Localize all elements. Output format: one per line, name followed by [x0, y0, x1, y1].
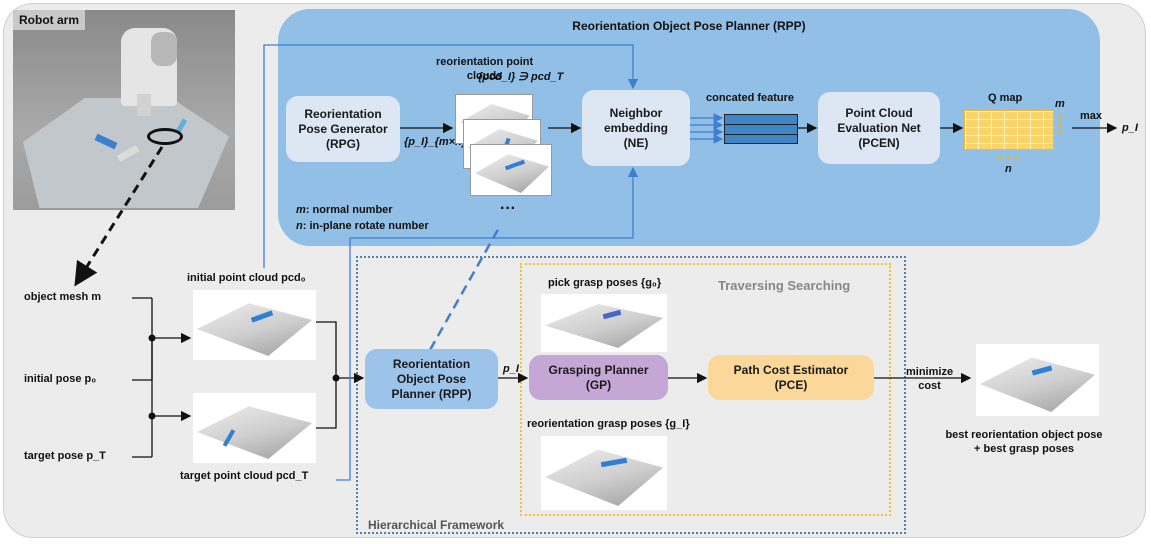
pick-grasp-image [541, 294, 667, 352]
blue-dashed-rpp-to-panel [428, 225, 502, 351]
result-pcd-image [976, 344, 1099, 416]
initial-pose-label: initial pose p₀ [24, 373, 97, 385]
object-mesh-label: object mesh m [24, 291, 102, 303]
pcd-stack-3 [470, 144, 552, 196]
robot-arm-scene: Robot arm [13, 10, 235, 210]
hierarchical-framework-frame [356, 256, 906, 534]
line-target-pcd-merge [316, 378, 337, 429]
target-pcd-label: target point cloud pcd_T [180, 470, 309, 482]
rpp-output-label: p_I [1122, 122, 1138, 134]
qmap-dot [1058, 129, 1062, 133]
traversing-searching-title: Traversing Searching [718, 278, 851, 293]
qmap-n-label: n [1005, 163, 1012, 175]
qmap-grid [964, 110, 1054, 150]
magnifier-ellipse [147, 128, 183, 145]
line-init-pcd-merge [316, 321, 337, 378]
legend-m-symbol: m [296, 204, 306, 216]
rpp-panel-title: Reorientation Object Pose Planner (RPP) [572, 19, 806, 33]
hierarchical-framework-title: Hierarchical Framework [368, 518, 505, 532]
reorientation-grasp-image [541, 436, 667, 510]
reorientation-pcds-math: {pcd_I} ∋ pcd_T [478, 71, 564, 83]
rpp-box: Reorientation Object Pose Planner (RPP) [365, 349, 498, 409]
robot-arm-joint [151, 32, 177, 66]
pcd-ellipsis: ··· [500, 200, 516, 217]
qmap-m-label: m [1055, 98, 1065, 110]
reorientation-pcds-label: reorientation point clouds [436, 56, 534, 82]
initial-pcd-image [193, 290, 316, 360]
max-label: max [1080, 110, 1103, 122]
robot-arm-title-box: Robot arm [13, 10, 85, 30]
target-pcd-image [193, 393, 316, 463]
initial-pcd-label: initial point cloud pcd₀ [187, 272, 306, 284]
legend-n: n: in-plane rotate number [296, 220, 429, 232]
blue-line-target-to-ne [336, 166, 639, 481]
concated-feature-label: concated feature [706, 92, 795, 104]
reorientation-grasp-label: reorientation grasp poses {g_I} [527, 418, 690, 430]
dashed-arrow-scene [74, 146, 164, 287]
rpg-output-label: {p_I}_{m×n} [404, 136, 467, 148]
ne-box: Neighbor embedding (NE) [582, 90, 690, 166]
qmap-dot [998, 156, 1002, 160]
minimize-cost-label: minimize cost [906, 366, 954, 392]
robot-arm-wrist [137, 94, 151, 116]
legend-m: m: normal number [296, 204, 393, 216]
qmap-dot [1058, 122, 1062, 126]
qmap-dot [1006, 156, 1010, 160]
qmap-label: Q map [988, 92, 1023, 104]
legend-m-text: : normal number [305, 204, 393, 216]
legend-n-text: : in-plane rotate number [302, 220, 429, 232]
result-label: best reorientation object pose + best gr… [945, 429, 1103, 456]
rpg-box: Reorientation Pose Generator (RPG) [286, 96, 400, 162]
target-pose-label: target pose p_T [24, 450, 106, 462]
gp-box: Grasping Planner (GP) [529, 355, 668, 400]
qmap-dot [1058, 115, 1062, 119]
feature-vector-stack [724, 114, 798, 144]
pick-grasp-label: pick grasp poses {g₀} [548, 277, 662, 289]
qmap-dot [1014, 156, 1018, 160]
pcen-box: Point Cloud Evaluation Net (PCEN) [818, 92, 940, 164]
blue-line-init-to-ne [263, 44, 639, 268]
pi-label: p_I [503, 363, 519, 375]
pce-box: Path Cost Estimator (PCE) [708, 355, 874, 400]
traversing-searching-frame [520, 263, 891, 516]
legend-n-symbol: n [296, 220, 303, 232]
